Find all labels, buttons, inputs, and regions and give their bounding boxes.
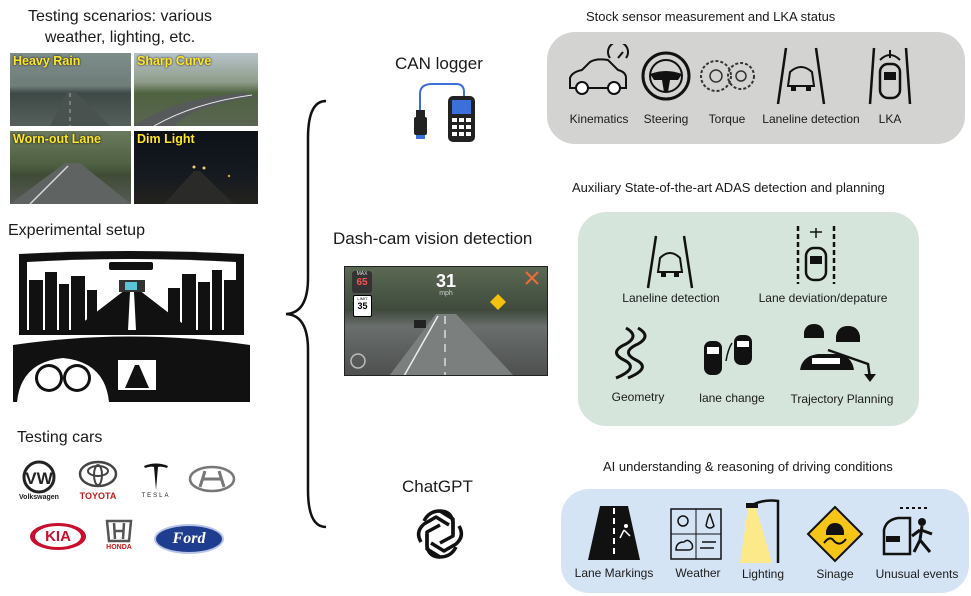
trajectory-planning-icon	[798, 320, 878, 382]
honda-logo: HONDA	[98, 518, 140, 551]
speed-limit-sign: LIMIT 35	[353, 295, 372, 317]
steering-wheel-icon	[640, 50, 692, 102]
adas-panel	[578, 212, 919, 426]
brand-label: KIA	[35, 526, 81, 547]
ai-title: AI understanding & reasoning of driving …	[603, 459, 893, 474]
laneline-icon-stock	[776, 46, 826, 106]
stock-label-lka: LKA	[878, 112, 902, 126]
kinematics-icon	[566, 44, 630, 100]
scenarios-title: Testing scenarios: various weather, ligh…	[27, 8, 213, 46]
photo-caption: Sharp Curve	[137, 54, 212, 68]
torque-icon	[697, 50, 757, 102]
cars-title: Testing cars	[17, 429, 103, 446]
photo-caption: Heavy Rain	[13, 54, 81, 68]
ai-label-lane-markings: Lane Markings	[574, 566, 654, 580]
photo-sharp-curve: Sharp Curve	[134, 53, 258, 126]
svg-text:VW: VW	[25, 469, 53, 488]
lka-icon	[868, 46, 912, 106]
dashcam-screen: MAX 65 LIMIT 35 31 mph	[344, 266, 548, 376]
photo-heavy-rain: Heavy Rain	[10, 53, 131, 126]
brand-label: Volkswagen	[19, 494, 59, 501]
weather-icon	[670, 508, 722, 560]
can-logger-icon	[408, 80, 478, 146]
stock-label-torque: Torque	[708, 112, 746, 126]
brand-label: TOYOTA	[79, 491, 117, 501]
ai-label-unusual-events: Unusual events	[875, 567, 959, 581]
unusual-event-icon	[880, 506, 942, 562]
windshield-illustration	[13, 250, 250, 402]
lane-deviation-icon	[794, 224, 838, 286]
speed-readout: 31 mph	[435, 271, 457, 297]
tesla-logo: TESLA	[138, 461, 174, 499]
ford-logo: Ford	[154, 524, 224, 554]
road-sign-icon	[806, 505, 864, 563]
stock-label-steering: Steering	[643, 112, 689, 126]
dashcam-title: Dash-cam vision detection	[333, 229, 533, 248]
photo-caption: Dim Light	[137, 132, 195, 146]
setup-title: Experimental setup	[8, 222, 145, 239]
openai-icon	[411, 505, 469, 563]
lane-markings-icon	[586, 504, 642, 562]
adas-label-geometry: Geometry	[611, 390, 665, 404]
road-geometry-icon	[608, 326, 656, 380]
adas-label-lane-change: lane change	[699, 391, 765, 405]
kia-logo: KIA	[30, 523, 86, 550]
photo-dim-light: Dim Light	[134, 131, 258, 204]
brand-label: Ford	[172, 530, 206, 547]
adas-label-lane-deviation: Lane deviation/depature	[758, 291, 888, 305]
stock-label-laneline: Laneline detection	[762, 112, 860, 126]
chatgpt-title: ChatGPT	[402, 477, 473, 496]
curly-brace	[280, 98, 330, 530]
brand-label: HONDA	[106, 544, 132, 551]
stock-label-kinematics: Kinematics	[569, 112, 629, 126]
ai-label-weather: Weather	[675, 566, 721, 580]
adas-title: Auxiliary State-of-the-art ADAS detectio…	[572, 180, 885, 195]
toyota-logo: TOYOTA	[75, 460, 121, 501]
can-logger-title: CAN logger	[395, 54, 483, 73]
adas-label-laneline: Laneline detection	[622, 291, 720, 305]
lane-change-icon	[700, 333, 756, 381]
photo-worn-out-lane: Worn-out Lane	[10, 131, 131, 204]
laneline-icon-adas	[646, 234, 694, 290]
volkswagen-logo: VW Volkswagen	[14, 460, 64, 510]
hyundai-logo	[188, 465, 236, 493]
lighting-icon	[738, 499, 794, 565]
adas-label-trajectory: Trajectory Planning	[790, 392, 894, 406]
ai-label-sinage: Sinage	[816, 567, 854, 581]
stock-title: Stock sensor measurement and LKA status	[586, 9, 836, 24]
brand-label: TESLA	[141, 493, 171, 499]
photo-caption: Worn-out Lane	[13, 132, 101, 146]
max-speed-badge: MAX 65	[352, 271, 372, 293]
ai-label-lighting: Lighting	[741, 567, 785, 581]
